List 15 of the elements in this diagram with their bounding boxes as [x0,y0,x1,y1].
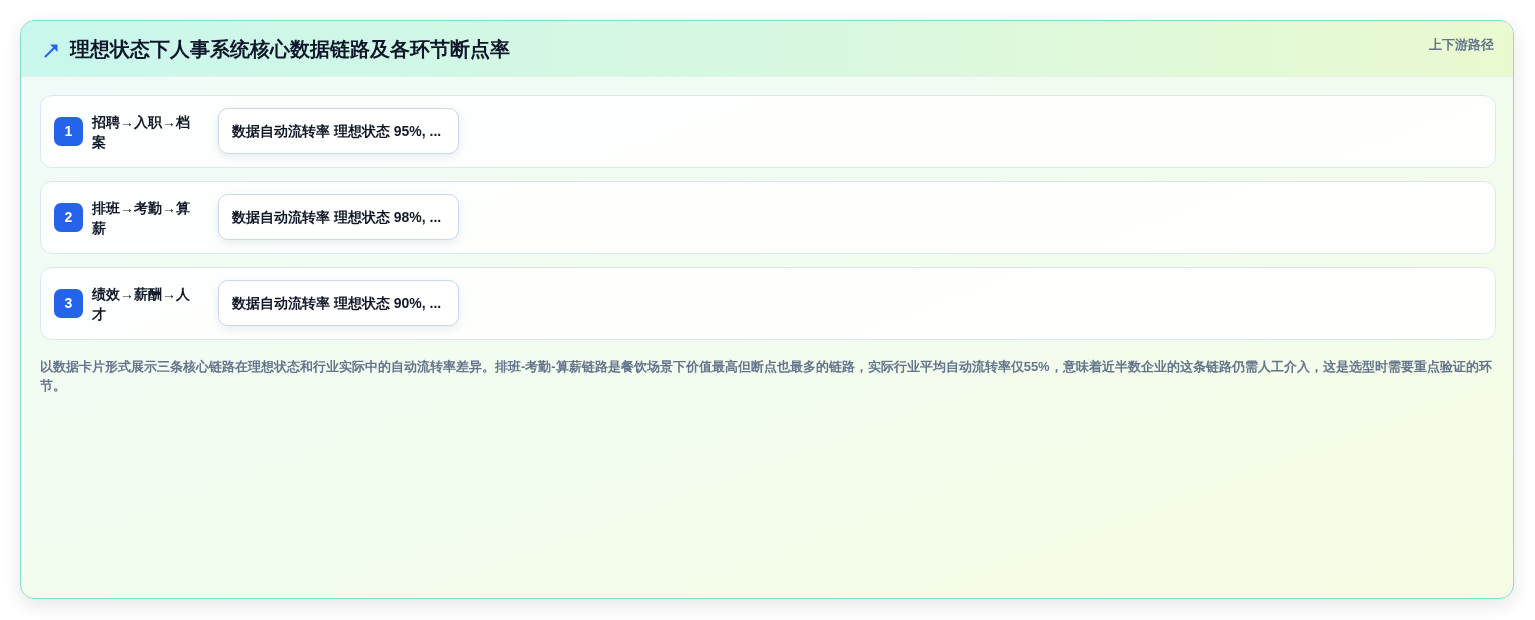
chain-label: 绩效→薪酬→人才 [92,285,191,324]
title: 理想状态下人事系统核心数据链路及各环节断点率 [70,37,510,62]
step-number-badge: 2 [54,203,83,232]
chain-label: 招聘→入职→档案 [92,113,191,152]
chain-label: 排班→考勤→算薪 [92,199,191,238]
chain-row [40,267,1496,340]
header-note: 上下游路径 [1429,37,1494,53]
metric-card: 数据自动流转率 理想状态 98%, ... [218,194,459,240]
caption: 以数据卡片形式展示三条核心链路在理想状态和行业实际中的自动流转率差异。排班-考勤-算薪链路是餐饮场景下价值最高但断点也最多的链路，实际行业平均自动流转率仅55%，意味着近半数企业的这条链路仍需人工介入，这是选型时需要重点验证的环节。 [40,358,1493,395]
step-number-badge: 1 [54,117,83,146]
metric-card: 数据自动流转率 理想状态 90%, ... [218,280,459,326]
step-number-badge: 3 [54,289,83,318]
chain-row [40,95,1496,168]
chain-row [40,181,1496,254]
metric-card: 数据自动流转率 理想状态 95%, ... [218,108,459,154]
